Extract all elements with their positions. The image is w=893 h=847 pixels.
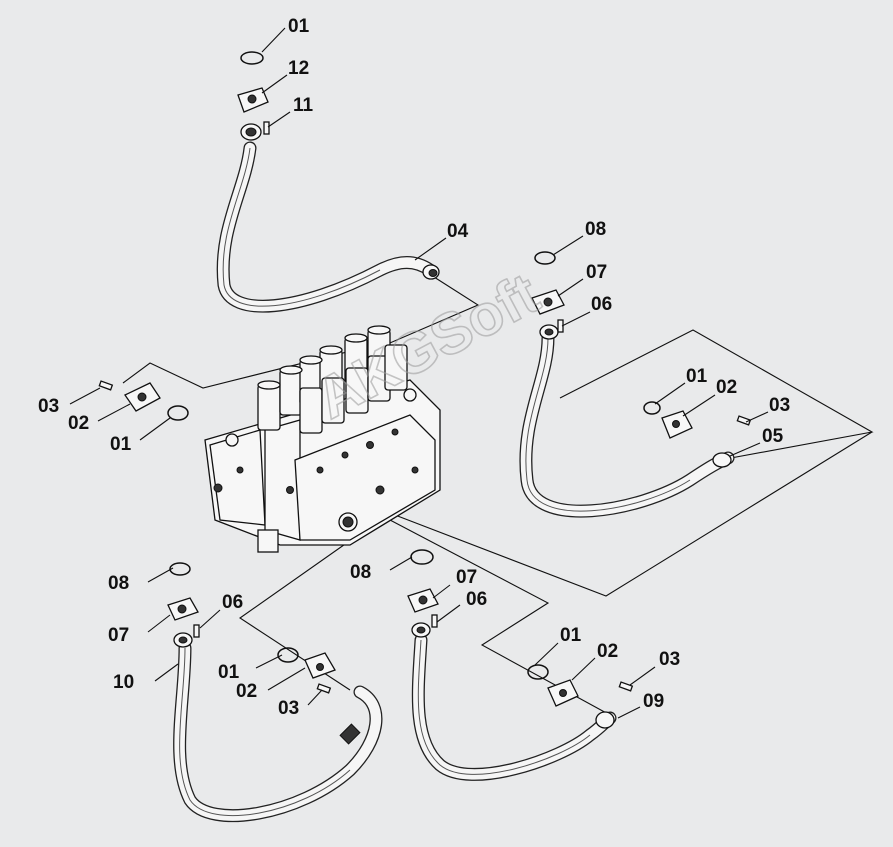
callout-12: 12 <box>288 58 309 79</box>
control-valve-block <box>204 325 441 553</box>
callout-06-bottom-right: 06 <box>466 589 487 610</box>
hose-09 <box>411 633 617 781</box>
hose-10 <box>173 641 383 823</box>
callout-02-left: 02 <box>68 413 89 434</box>
callout-02-right: 02 <box>716 377 737 398</box>
callout-01-bottom-mid: 01 <box>218 662 240 683</box>
callout-09: 09 <box>643 691 664 712</box>
callout-01-bottom-right: 01 <box>560 625 582 646</box>
callout-11: 11 <box>293 95 314 116</box>
callout-03-left: 03 <box>38 396 59 417</box>
callout-10: 10 <box>113 672 134 693</box>
callout-02-bottom-mid: 02 <box>236 681 257 702</box>
right-fitting-group <box>531 251 752 439</box>
callout-01-right: 01 <box>686 366 708 387</box>
callout-06-bottom-left: 06 <box>222 592 243 613</box>
callout-07-right: 07 <box>586 262 607 283</box>
left-flange-group <box>98 380 189 421</box>
callout-05: 05 <box>762 426 784 447</box>
callout-03-right: 03 <box>769 395 790 416</box>
callout-08-bottom-left: 08 <box>108 573 129 594</box>
bottom-right-fitting-group <box>407 549 634 707</box>
spool-caps <box>257 325 408 434</box>
callout-08-bottom-right: 08 <box>350 562 371 583</box>
callout-08-right: 08 <box>585 219 606 240</box>
hose-04 <box>216 141 440 313</box>
callout-03-bottom-mid: 03 <box>278 698 299 719</box>
leader-lines <box>69 27 769 719</box>
callout-02-bottom-right: 02 <box>597 641 618 662</box>
callout-07-bottom-left: 07 <box>108 625 129 646</box>
callout-06-right: 06 <box>591 294 612 315</box>
callout-01-left: 01 <box>110 434 132 455</box>
port-holes <box>213 388 419 532</box>
callout-07-bottom-right: 07 <box>456 567 477 588</box>
callout-01-top: 01 <box>288 16 310 37</box>
callout-labels: 01 12 11 04 08 07 06 01 02 03 05 03 02 0… <box>38 16 790 719</box>
callout-04: 04 <box>447 221 469 242</box>
hose-05 <box>519 331 735 518</box>
callout-03-bottom-right: 03 <box>659 649 680 670</box>
top-fitting-group <box>237 51 270 141</box>
bottom-left-fitting-group <box>167 562 336 694</box>
